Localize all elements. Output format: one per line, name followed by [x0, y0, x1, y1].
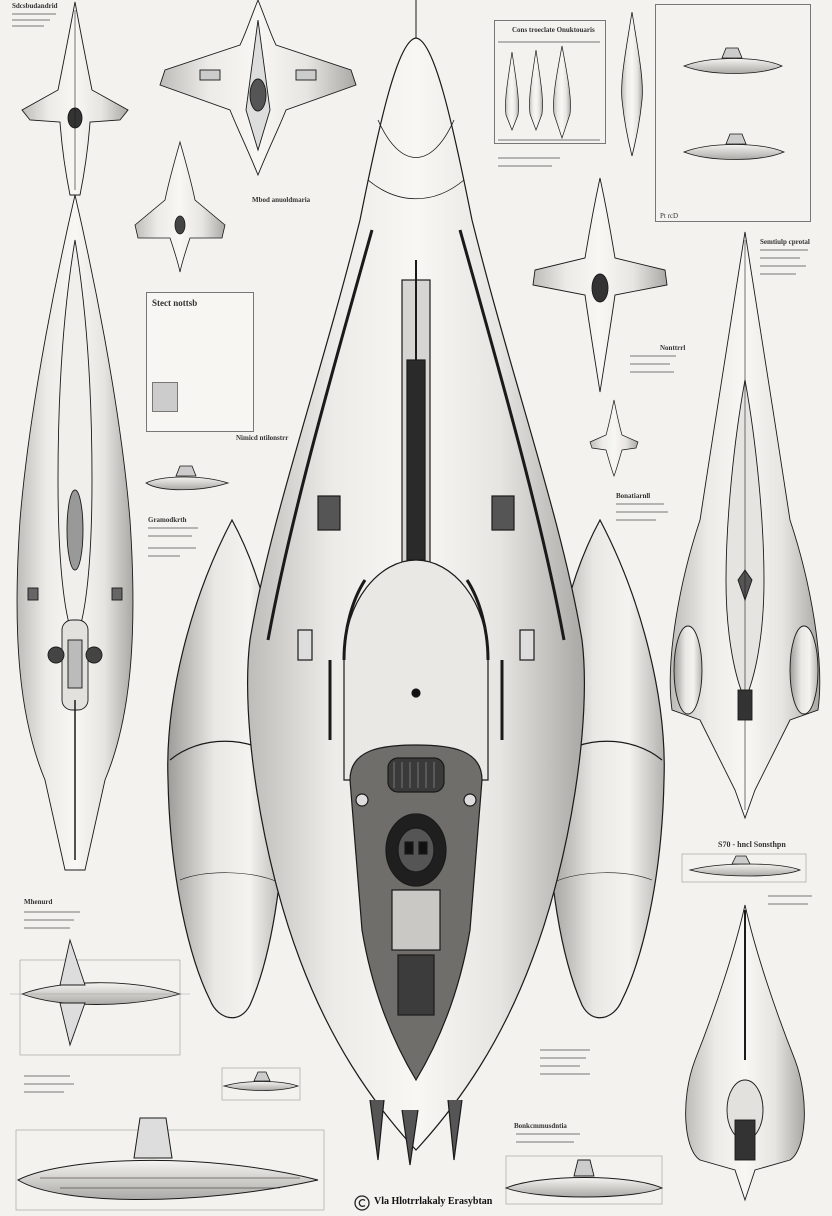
- right-saucer-ship: [681, 853, 807, 883]
- sheet-title: Vla Hlotrrlakaly Erasybtan: [374, 1196, 493, 1207]
- circle-c-icon: [354, 1195, 370, 1211]
- bottom-left-submarine-ship: [15, 1117, 325, 1211]
- right-hull-label: S70 - hncl Sonsthpn: [718, 840, 786, 849]
- spec-thumbnail: [152, 382, 178, 412]
- top-info-panel: [494, 20, 606, 144]
- center-left-note: Mbod anuoldmaria: [252, 196, 311, 204]
- right-small-delta-ship: [589, 399, 639, 477]
- right-mid-note: Bonatiarnll: [616, 492, 651, 500]
- inset-panel-ship-views: [682, 47, 786, 160]
- top-panel-ship-diagrams: [505, 45, 571, 140]
- inset-label: Pt rcD: [660, 212, 679, 220]
- bottom-center-saucer-ship: [504, 1155, 664, 1205]
- top-panel-title: Cons troeclate Onuktouaris: [512, 26, 595, 34]
- right-long-ship-view: [669, 231, 821, 820]
- bottom-left-label: Gramodkrth: [148, 516, 187, 524]
- top-right-slim-ship: [621, 11, 643, 157]
- top-center-delta-ship: [159, 0, 357, 177]
- left-saucer-ship: [145, 465, 230, 491]
- bottom-right-ship: [685, 904, 805, 1202]
- inset-view-panel: [655, 4, 811, 222]
- right-top-note: Nonttrrl: [660, 344, 686, 352]
- top-left-note: Sdcsbudandrid: [12, 2, 58, 10]
- left-long-ship-view: [16, 194, 134, 871]
- right-delta-ship: [532, 177, 668, 393]
- left-side-note: Nimicd ntilonstrr: [236, 434, 289, 442]
- bottom-center-label: Bonkcmmusdntia: [514, 1122, 567, 1130]
- main-ship-top-view: [167, 0, 665, 1166]
- right-panel-note: Semtiulp cprotal: [760, 238, 810, 246]
- bottom-mid-left-note: Mhenurd: [24, 898, 53, 906]
- small-delta-ship: [134, 140, 226, 273]
- left-side-profile-ship: [10, 938, 190, 1056]
- panel-title: Stect nottsb: [152, 298, 198, 308]
- small-hover-ship: [221, 1067, 301, 1101]
- left-top-small-ship: [21, 1, 129, 196]
- footer-title-block: Vla Hlotrrlakaly Erasybtan: [354, 1194, 534, 1212]
